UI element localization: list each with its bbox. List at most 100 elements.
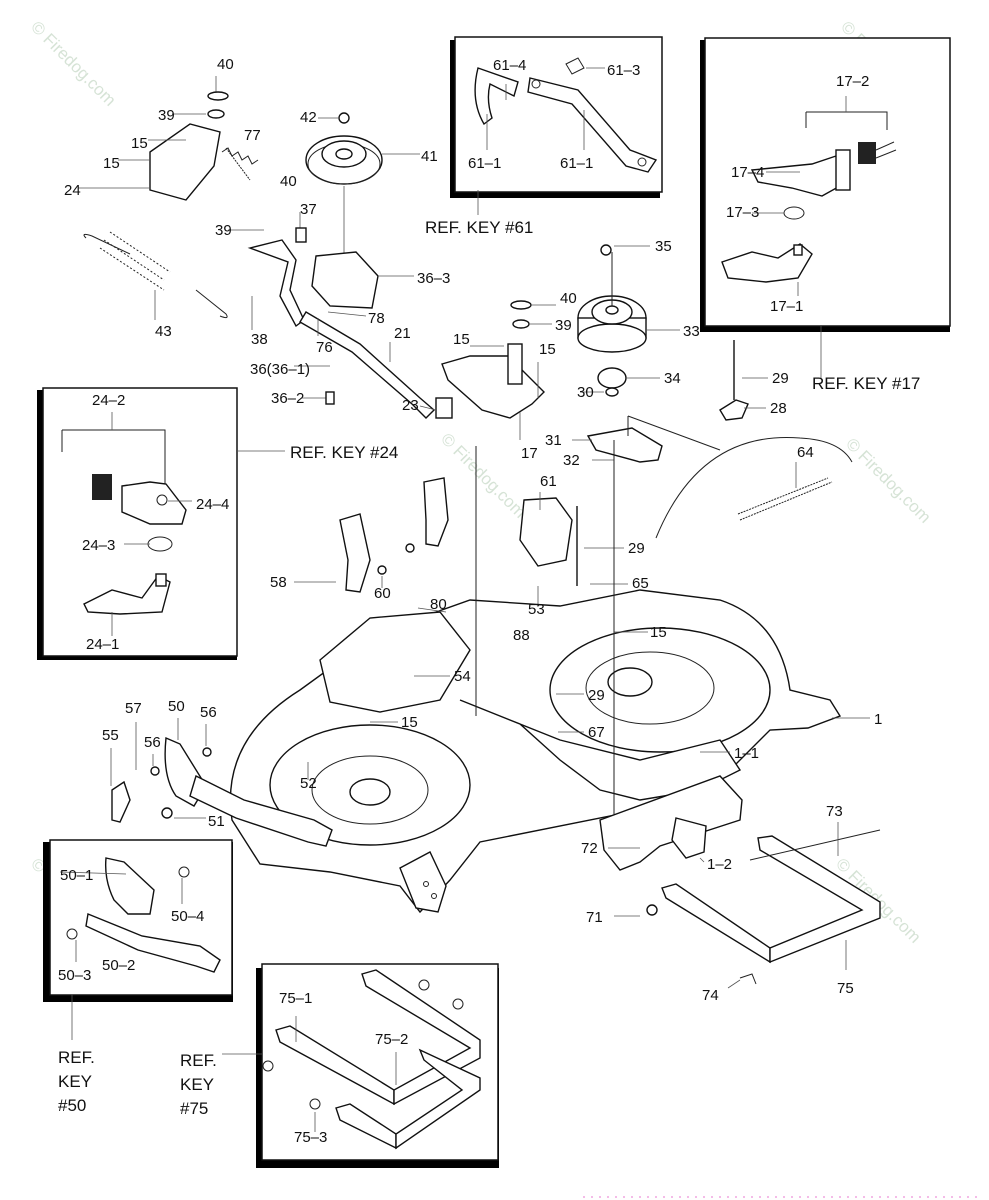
part-callout-36-2[interactable]: 36–2: [271, 390, 304, 407]
watermark: © Firedog.com: [842, 434, 934, 526]
part-callout-53[interactable]: 53: [528, 601, 545, 618]
part-callout-39a[interactable]: 39: [158, 107, 175, 124]
part-callout-71[interactable]: 71: [586, 909, 603, 926]
inset-ref-key-24: [37, 387, 285, 660]
part-callout-67[interactable]: 67: [588, 724, 605, 741]
inset-callout-ref-24[interactable]: 24–3: [82, 537, 115, 554]
part-callout-37[interactable]: 37: [300, 201, 317, 218]
part-callout-58[interactable]: 58: [270, 574, 287, 591]
inset-callout-ref-50[interactable]: 50–1: [60, 867, 93, 884]
part-callout-72[interactable]: 72: [581, 840, 598, 857]
part-callout-80[interactable]: 80: [430, 596, 447, 613]
inset-labels: 61–4 61–3 61–1 61–1 17–2 17–4 17–3 17–1 24–2 24–4…: [58, 57, 869, 1146]
inset-callout-ref-17[interactable]: 17–4: [731, 164, 764, 181]
ref-key-24-label[interactable]: REF. KEY #24: [290, 443, 398, 462]
ref-key-17-label[interactable]: REF. KEY #17: [812, 374, 920, 393]
part-callout-1[interactable]: 1: [874, 711, 882, 728]
part-callout-39c[interactable]: 39: [555, 317, 572, 334]
part-callout-56a[interactable]: 56: [200, 704, 217, 721]
ref-key-61-label[interactable]: REF. KEY #61: [425, 218, 533, 237]
inset-callout-ref-24[interactable]: 24–1: [86, 636, 119, 653]
frame-75: [614, 822, 881, 989]
part-callout-15a[interactable]: 15: [131, 135, 148, 152]
part-callout-1-2[interactable]: 1–2: [707, 856, 732, 873]
inset-callout-ref-50[interactable]: 50–3: [58, 967, 91, 984]
part-callout-76[interactable]: 76: [316, 339, 333, 356]
part-callout-29b[interactable]: 29: [628, 540, 645, 557]
part-callout-36[interactable]: 36(36–1): [250, 361, 310, 378]
part-callout-52[interactable]: 52: [300, 775, 317, 792]
part-callout-15d[interactable]: 15: [539, 341, 556, 358]
part-callout-15e[interactable]: 15: [650, 624, 667, 641]
ref-key-50-label[interactable]: REF. KEY #50: [58, 1048, 95, 1115]
spring-64: [655, 436, 853, 539]
inset-callout-ref-24[interactable]: 24–4: [196, 496, 229, 513]
part-callout-78[interactable]: 78: [368, 310, 385, 327]
part-callout-32[interactable]: 32: [563, 452, 580, 469]
part-callout-64[interactable]: 64: [797, 444, 814, 461]
part-callout-40c[interactable]: 40: [560, 290, 577, 307]
part-callout-60[interactable]: 60: [374, 585, 391, 602]
part-callout-75[interactable]: 75: [837, 980, 854, 997]
part-callout-15c[interactable]: 15: [453, 331, 470, 348]
inset-callout-ref-61[interactable]: 61–1: [560, 155, 593, 172]
ref-key-50-line: KEY: [58, 1072, 92, 1091]
part-callout-65[interactable]: 65: [632, 575, 649, 592]
ref-key-50-line: REF.: [58, 1048, 95, 1067]
part-callout-41[interactable]: 41: [421, 148, 438, 165]
part-callout-38[interactable]: 38: [251, 331, 268, 348]
part-callout-24[interactable]: 24: [64, 182, 81, 199]
part-callout-42[interactable]: 42: [300, 109, 317, 126]
part-callout-51[interactable]: 51: [208, 813, 225, 830]
part-callout-23[interactable]: 23: [402, 397, 419, 414]
part-callout-55[interactable]: 55: [102, 727, 119, 744]
part-callout-50[interactable]: 50: [168, 698, 185, 715]
pulley-33: [577, 244, 680, 397]
part-callout-35[interactable]: 35: [655, 238, 672, 255]
inset-callout-ref-75[interactable]: 75–3: [294, 1129, 327, 1146]
part-callout-17[interactable]: 17: [521, 445, 538, 462]
part-callout-21[interactable]: 21: [394, 325, 411, 342]
part-callout-36-3[interactable]: 36–3: [417, 270, 450, 287]
part-callout-40a[interactable]: 40: [217, 56, 234, 73]
part-callout-15b[interactable]: 15: [103, 155, 120, 172]
deck-housing: [229, 589, 842, 914]
ref-key-50-line: #50: [58, 1096, 86, 1115]
part-callout-29c[interactable]: 29: [588, 687, 605, 704]
part-callout-74[interactable]: 74: [702, 987, 719, 1004]
inset-ref-key-50: [43, 839, 233, 1040]
inset-callout-ref-24[interactable]: 24–2: [92, 392, 125, 409]
part-callout-31[interactable]: 31: [545, 432, 562, 449]
part-callout-54[interactable]: 54: [454, 668, 471, 685]
inset-callout-ref-50[interactable]: 50–2: [102, 957, 135, 974]
inset-callout-ref-75[interactable]: 75–1: [279, 990, 312, 1007]
part-callout-28[interactable]: 28: [770, 400, 787, 417]
part-callout-88[interactable]: 88: [513, 627, 530, 644]
inset-callout-ref-17[interactable]: 17–3: [726, 204, 759, 221]
spring-43: [83, 231, 228, 320]
part-callout-61[interactable]: 61: [540, 473, 557, 490]
ref-key-75-label[interactable]: REF. KEY #75: [180, 1051, 217, 1118]
part-callout-39b[interactable]: 39: [215, 222, 232, 239]
part-callout-57[interactable]: 57: [125, 700, 142, 717]
ref-key-75-line: REF.: [180, 1051, 217, 1070]
part-callout-73[interactable]: 73: [826, 803, 843, 820]
inset-callout-ref-17[interactable]: 17–1: [770, 298, 803, 315]
inset-callout-ref-17[interactable]: 17–2: [836, 73, 869, 90]
part-callout-15f[interactable]: 15: [401, 714, 418, 731]
inset-callout-ref-61[interactable]: 61–3: [607, 62, 640, 79]
inset-callout-ref-61[interactable]: 61–4: [493, 57, 526, 74]
part-callout-34[interactable]: 34: [664, 370, 681, 387]
part-callout-29a[interactable]: 29: [772, 370, 789, 387]
inset-callout-ref-61[interactable]: 61–1: [468, 155, 501, 172]
part-callout-33[interactable]: 33: [683, 323, 700, 340]
inset-callout-ref-50[interactable]: 50–4: [171, 908, 204, 925]
part-callout-1-1[interactable]: 1–1: [734, 745, 759, 762]
part-callout-56b[interactable]: 56: [144, 734, 161, 751]
part-callout-43[interactable]: 43: [155, 323, 172, 340]
part-callout-40b[interactable]: 40: [280, 173, 297, 190]
watermark: © Firedog.com: [27, 17, 119, 109]
part-callout-77[interactable]: 77: [244, 127, 261, 144]
part-callout-30[interactable]: 30: [577, 384, 594, 401]
inset-callout-ref-75[interactable]: 75–2: [375, 1031, 408, 1048]
